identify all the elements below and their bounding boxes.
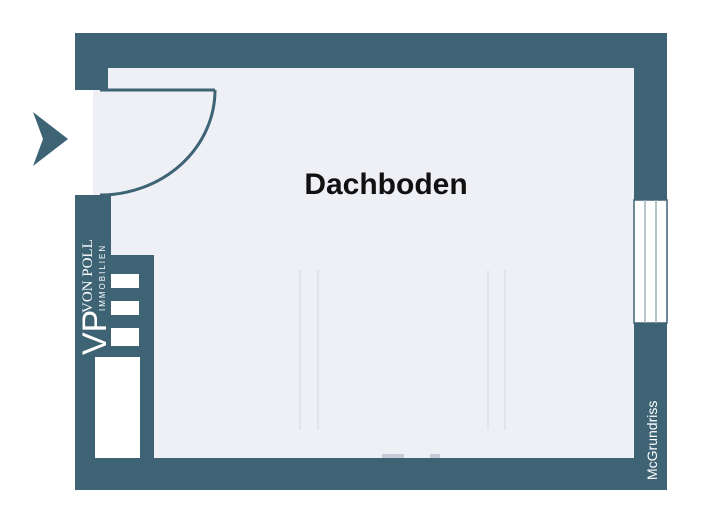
room-label: Dachboden xyxy=(304,168,467,201)
vonpoll-logo: VP VON POLL IMMOBILIEN xyxy=(76,239,114,355)
wall-top xyxy=(75,33,667,68)
logo-mark: VP xyxy=(76,310,114,355)
logo-sub: IMMOBILIEN xyxy=(98,244,107,311)
stairs-icon xyxy=(111,274,139,346)
ghost-lines xyxy=(299,270,506,430)
stair-block-right xyxy=(140,255,154,458)
wall-left-lower xyxy=(75,357,95,458)
bottom-fixtures xyxy=(382,454,440,458)
wall-left-logo xyxy=(75,195,111,357)
entrance-arrow-icon xyxy=(33,112,68,166)
doorway-floor xyxy=(93,90,113,195)
stair-opening xyxy=(95,357,140,458)
wall-right-upper xyxy=(634,33,667,200)
wall-left-top xyxy=(75,33,108,90)
window-icon xyxy=(633,199,668,324)
room-floor xyxy=(108,68,634,458)
logo-name: VON POLL xyxy=(80,239,96,313)
wall-bottom xyxy=(75,458,667,490)
credit-label: McGrundriss xyxy=(644,401,660,480)
walls xyxy=(75,33,667,490)
door-swing-icon xyxy=(99,88,217,197)
